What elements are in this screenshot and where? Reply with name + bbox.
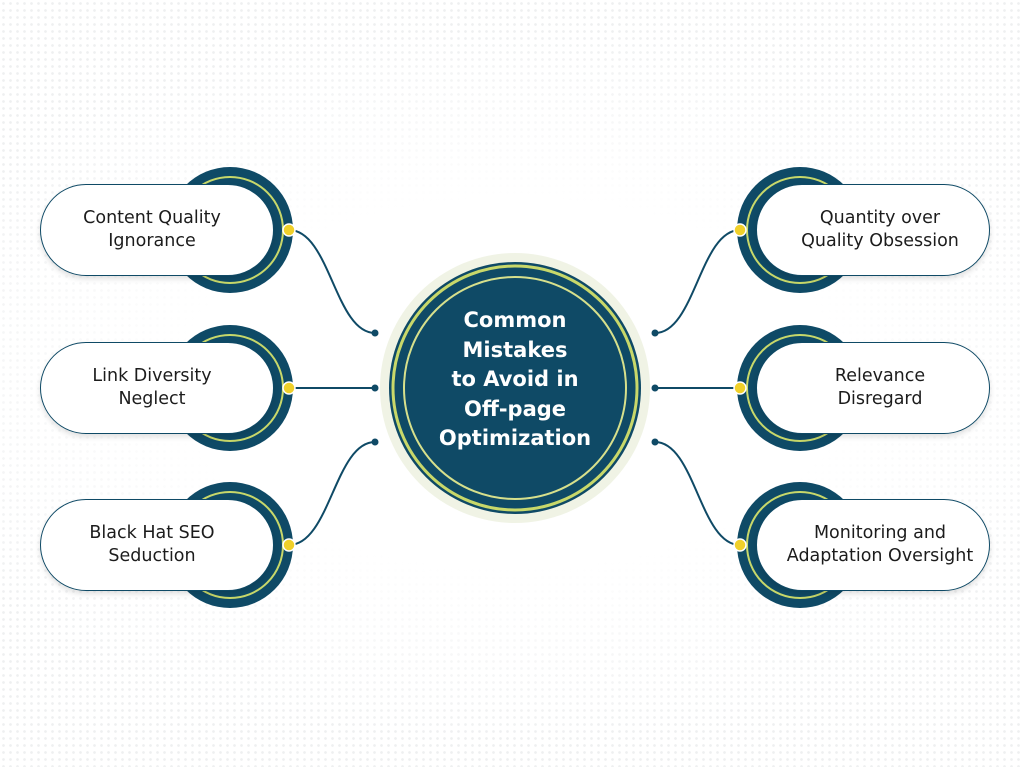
node-left-1: Content Quality Ignorance [40, 184, 274, 276]
node-label: Black Hat SEO Seduction [89, 523, 215, 566]
connector-dot-right-1 [733, 223, 747, 237]
connector-end-dot [371, 329, 379, 337]
connector-end-dot [651, 438, 659, 446]
connector-right-3 [654, 441, 741, 546]
connector-left-3 [288, 441, 376, 546]
node-left-3: Black Hat SEO Seduction [40, 499, 274, 591]
node-label: Monitoring and Adaptation Oversight [786, 523, 974, 566]
connector-dot-left-3 [282, 538, 296, 552]
node-right-2: Relevance Disregard [756, 342, 990, 434]
node-label: Quantity over Quality Obsession [801, 208, 959, 251]
connector-end-dot [651, 329, 659, 337]
connector-right-1 [654, 229, 741, 334]
connector-end-dot [371, 384, 379, 392]
node-right-3: Monitoring and Adaptation Oversight [756, 499, 990, 591]
node-label: Link Diversity Neglect [92, 366, 212, 409]
connector-left-1 [288, 229, 376, 334]
connector-dot-right-2 [733, 381, 747, 395]
node-right-1: Quantity over Quality Obsession [756, 184, 990, 276]
connector-dot-left-2 [282, 381, 296, 395]
center-hub [380, 253, 650, 523]
node-label: Content Quality Ignorance [83, 208, 221, 251]
connector-dot-left-1 [282, 223, 296, 237]
node-label: Relevance Disregard [834, 366, 926, 409]
connector-end-dot [651, 384, 659, 392]
node-left-2: Link Diversity Neglect [40, 342, 274, 434]
connector-end-dot [371, 438, 379, 446]
connector-dot-right-3 [733, 538, 747, 552]
center-title: Common Mistakes to Avoid in Off-page Opt… [438, 308, 592, 451]
